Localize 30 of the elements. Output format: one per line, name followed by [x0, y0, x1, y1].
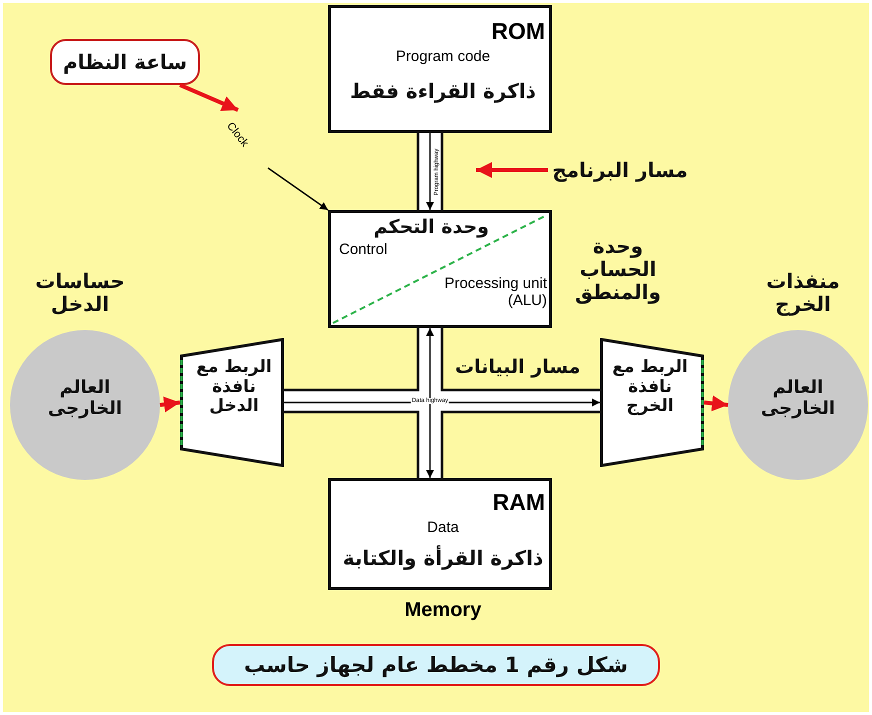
bus-label: مسار البيانات	[455, 356, 580, 378]
circle-heading: حساسات الدخل	[34, 270, 126, 316]
box-title: ROM	[490, 18, 545, 44]
arrow	[426, 133, 434, 210]
arrow	[268, 167, 328, 211]
arrow	[160, 396, 180, 412]
arrow	[426, 328, 434, 478]
box-text: الربط مع نافذة الدخل	[195, 358, 273, 417]
box-text: Processing unit (ALU)	[443, 275, 547, 310]
arrow	[704, 395, 728, 412]
box-subtitle: Control	[339, 241, 388, 258]
side-label: Memory	[404, 599, 482, 622]
arrow	[284, 398, 600, 406]
side-label: وحدة الحساب والمنطق	[574, 235, 662, 304]
circle-text: العالم الخارجى	[760, 378, 836, 420]
box-subtitle: Data	[426, 519, 460, 536]
box-text: الربط مع نافذة الخرج	[611, 358, 689, 417]
clock-box: ساعة النظام	[50, 39, 200, 85]
caption-box: شكل رقم 1 مخطط عام لجهاز حاسب	[212, 644, 660, 686]
arrow	[476, 162, 548, 178]
circle-heading: منفذات الخرج	[765, 270, 841, 316]
circle-text: العالم الخارجى	[46, 378, 124, 420]
box-title: وحدة التحكم	[372, 217, 489, 239]
bus-label: مسار البرنامج	[548, 155, 692, 185]
rom-box	[328, 5, 552, 133]
box-text: ذاكرة القراءة فقط	[349, 80, 537, 103]
box-text: ذاكرة القرأة والكتابة	[342, 547, 544, 570]
box-title: RAM	[492, 489, 545, 516]
arrow	[179, 83, 239, 112]
box-subtitle: Program code	[394, 48, 492, 66]
